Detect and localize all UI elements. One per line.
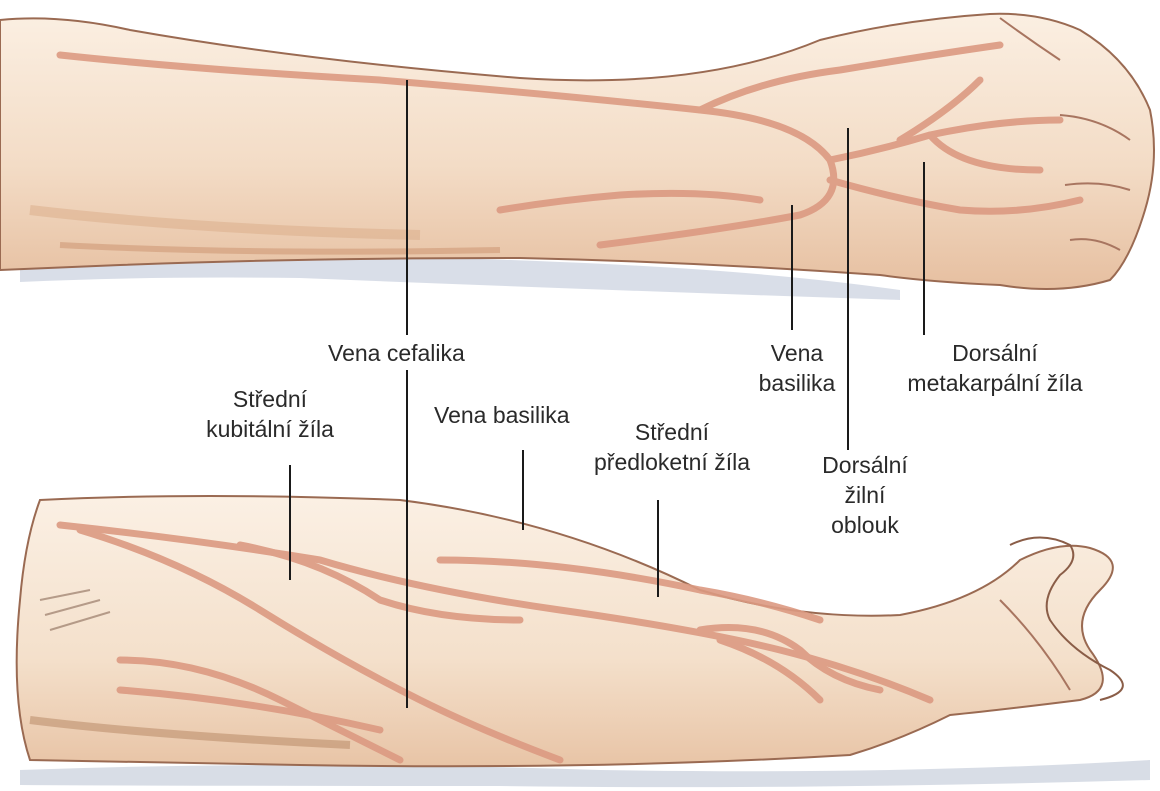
label-stredni-predloketni-zila: Střední předloketní žíla [566,417,778,477]
label-stredni-kubitalni-zila: Střední kubitální žíla [180,384,360,444]
label-dorsalni-zilni-oblouk: Dorsální žilní oblouk [800,450,930,540]
label-vena-cefalika: Vena cefalika [328,338,465,368]
label-vena-basilika-upper: Vena basilika [742,338,852,398]
lower-forearm [17,496,1150,787]
upper-forearm [0,14,1154,300]
label-vena-basilika-lower: Vena basilika [434,400,570,430]
label-dorsalni-metakarpalni-zila: Dorsální metakarpální žíla [870,338,1120,398]
